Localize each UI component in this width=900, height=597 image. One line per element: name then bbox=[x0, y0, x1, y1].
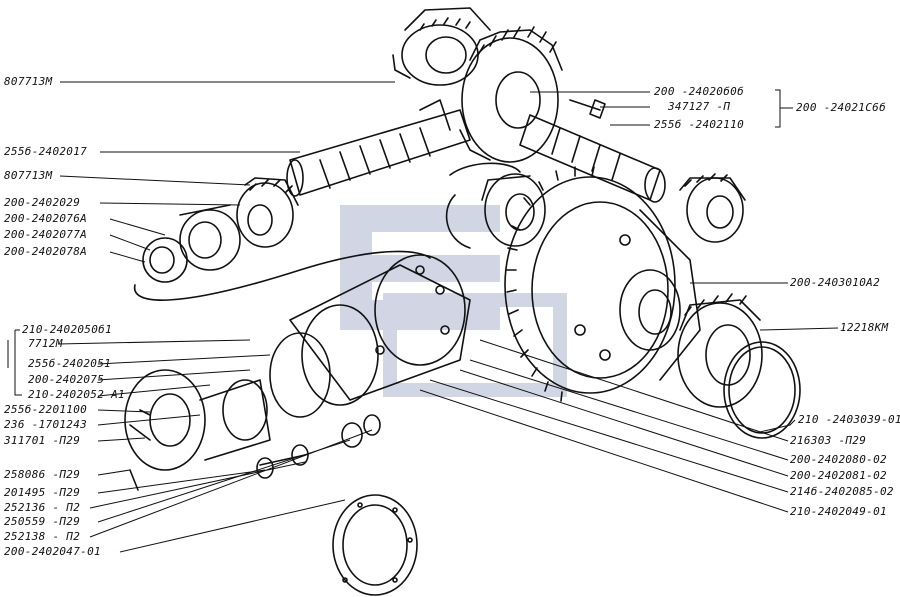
input-shaft bbox=[286, 99, 471, 197]
ring-gear-case bbox=[504, 166, 701, 402]
top-bearing bbox=[392, 7, 491, 86]
part-label: 12218КМ bbox=[840, 321, 889, 334]
part-label: 7712М bbox=[28, 337, 63, 350]
part-label: 807713М bbox=[4, 75, 53, 88]
part-label: 200-2402078А bbox=[4, 245, 88, 258]
spacer-rings bbox=[142, 204, 241, 283]
part-label: 347127 -П bbox=[668, 100, 731, 113]
part-label: 311701 -П29 bbox=[4, 434, 81, 447]
part-label: 258086 -П29 bbox=[4, 468, 81, 481]
watermark-logo bbox=[340, 205, 567, 397]
part-label: 210-2402049-01 bbox=[790, 505, 887, 518]
gasket-bottom bbox=[332, 494, 418, 596]
output-shaft bbox=[519, 99, 666, 203]
snap-ring-loop bbox=[133, 250, 431, 301]
open-snap-ring bbox=[445, 194, 471, 249]
right-lower-bearing bbox=[677, 293, 763, 408]
part-label: 252138 - П2 bbox=[4, 530, 81, 543]
part-label: 200 -24020б0б bbox=[654, 85, 744, 98]
part-label: 201495 -П29 bbox=[4, 486, 81, 499]
part-label: 200-2403010А2 bbox=[790, 276, 880, 289]
differential-housing bbox=[269, 254, 471, 418]
part-label: 200-2402080-02 bbox=[790, 453, 887, 466]
part-label: 250559 -П29 bbox=[4, 515, 81, 528]
right-top-bearing bbox=[679, 173, 746, 243]
part-label: 210-2402050б1 bbox=[22, 323, 112, 336]
part-label: 200-2402029 bbox=[4, 196, 81, 209]
part-label: 210 -2403039-01 bbox=[798, 413, 900, 426]
left-bearing bbox=[236, 177, 299, 248]
part-label: 807713М bbox=[4, 169, 53, 182]
part-label: 200-2402081-02 bbox=[790, 469, 887, 482]
flange-left bbox=[124, 369, 271, 471]
part-label: 210-2402052 А1 bbox=[28, 388, 125, 401]
leader-lines bbox=[7, 81, 839, 553]
bevel-pinion bbox=[459, 26, 563, 163]
part-label: 255б-2201100 bbox=[4, 403, 88, 416]
part-label: 200-2402047-01 bbox=[4, 545, 101, 558]
part-label: 255б-2402017 bbox=[4, 145, 88, 158]
bolt-and-nut bbox=[129, 414, 381, 491]
part-label: 214б-2402085-02 bbox=[790, 485, 894, 498]
part-label: 255б -2402110 bbox=[654, 118, 744, 131]
part-label: 236 -1701243 bbox=[4, 418, 88, 431]
part-label: 216303 -П29 bbox=[790, 434, 867, 447]
part-label: 252136 - П2 bbox=[4, 501, 81, 514]
arc-ring bbox=[449, 162, 521, 176]
part-label: 255б-2402051 bbox=[28, 357, 112, 370]
part-label: 200-2402077А bbox=[4, 228, 88, 241]
part-label: 200 -24021С6б bbox=[796, 101, 886, 114]
part-label: 200-2402076А bbox=[4, 212, 88, 225]
part-label: 200-2402075 bbox=[28, 373, 105, 386]
